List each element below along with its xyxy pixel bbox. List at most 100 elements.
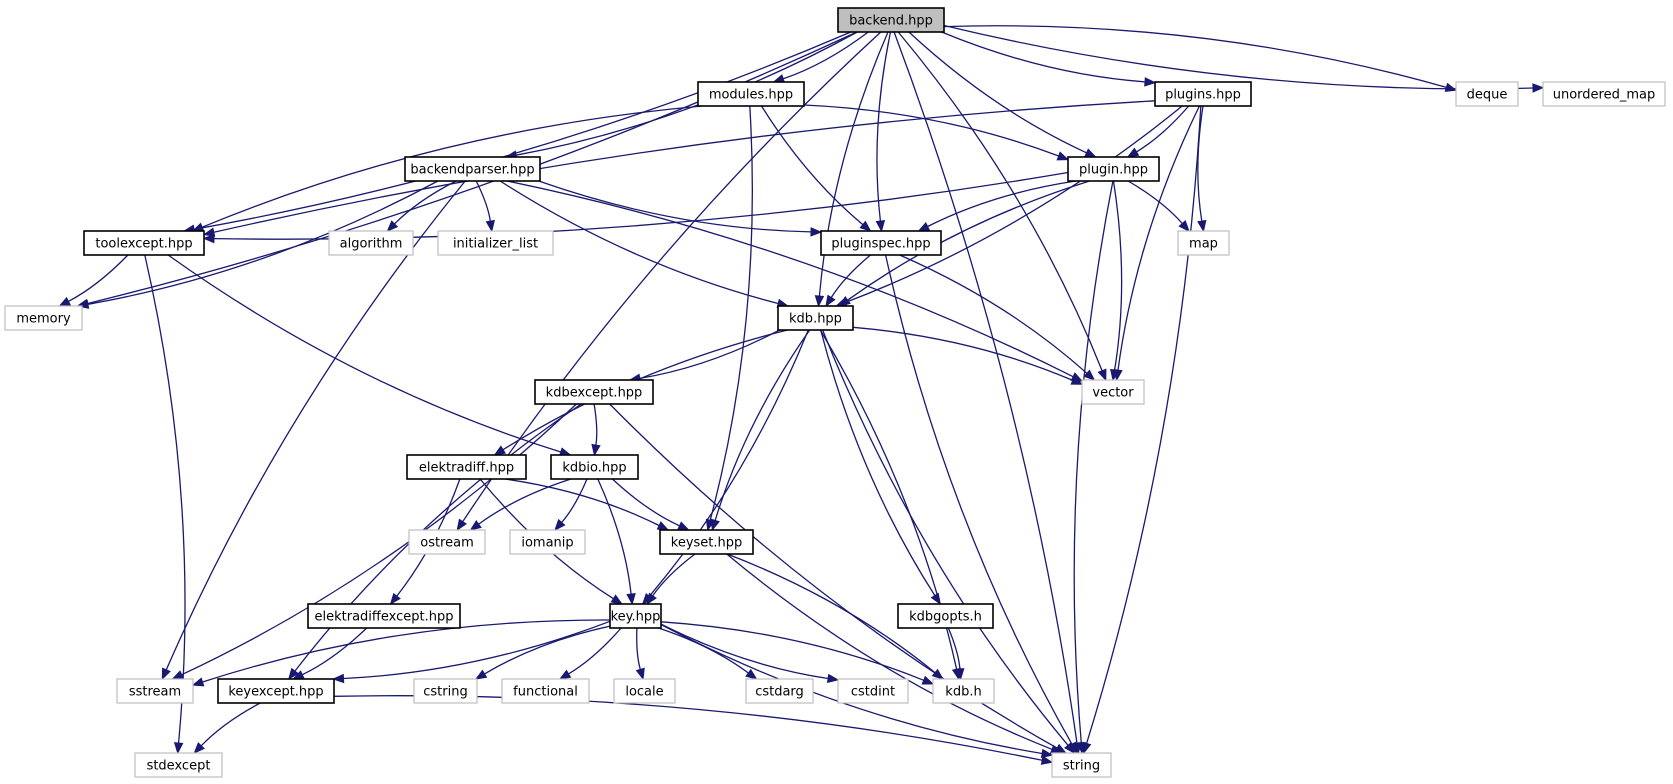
edge-key-to-sstream (202, 619, 611, 683)
node-plugin[interactable]: plugin.hpp (1067, 156, 1160, 182)
arrowhead-plugins-to-toolexcept (202, 227, 216, 237)
arrowhead-keyexcept-to-string (1040, 755, 1054, 765)
node-kdbexcept[interactable]: kdbexcept.hpp (534, 379, 654, 405)
arrowhead-backend-to-vector (1097, 368, 1107, 382)
node-label: string (1063, 759, 1100, 774)
edge-backendparser-to-vector (506, 180, 1074, 378)
node-box (613, 678, 676, 704)
node-key[interactable]: key.hpp (609, 603, 662, 629)
node-kdbio[interactable]: kdbio.hpp (550, 454, 639, 480)
edge-kdbio-to-keyset (611, 478, 680, 527)
node-plugins[interactable]: plugins.hpp (1154, 81, 1252, 107)
edge-kdb_hpp-to-kdbgopts (820, 329, 936, 596)
node-box (408, 529, 486, 555)
edge-kdbio-to-key (597, 478, 632, 595)
edge-modules-to-pluginspec (760, 105, 864, 226)
edge-kdbexcept-to-string (609, 403, 1058, 749)
nodes-layer: backend.hpp modules.hpp plugins.hpp deque un… (4, 7, 1666, 778)
node-toolexcept[interactable]: toolexcept.hpp (83, 230, 205, 256)
node-pluginspec[interactable]: pluginspec.hpp (820, 230, 942, 256)
node-label: ostream (420, 536, 474, 551)
node-box (820, 230, 942, 256)
arrowhead-plugin-to-kdb_hpp (838, 296, 851, 307)
node-box (1051, 752, 1112, 778)
arrowhead-keyset-to-key (646, 592, 657, 606)
edge-pluginspec-to-vector (899, 254, 1088, 374)
arrowhead-key-to-cstdint (826, 673, 840, 684)
node-label: initializer_list (453, 237, 538, 252)
edge-backendparser-to-memory (87, 180, 439, 305)
node-box (134, 752, 223, 778)
arrowhead-toolexcept-to-stdexcept (173, 742, 184, 755)
node-label: unordered_map (1553, 88, 1656, 103)
arrowhead-kdbio-to-key (626, 593, 636, 606)
arrowhead-plugin-to-toolexcept (202, 233, 215, 244)
edge-keyset-to-key (652, 553, 696, 597)
node-box (217, 678, 335, 704)
arrowhead-backendparser-to-pluginspec (810, 227, 823, 237)
node-elektradiffexcept[interactable]: elektradiffexcept.hpp (307, 603, 461, 629)
arrowhead-keyset-to-kdb_h (931, 668, 944, 680)
node-keyexcept[interactable]: keyexcept.hpp (217, 678, 335, 704)
edge-key-to-locale (636, 627, 641, 670)
node-memory: memory (4, 305, 83, 331)
arrowhead-elektradiff-to-key (610, 594, 624, 605)
arrowhead-kdbexcept-to-kdbio (591, 443, 601, 457)
edge-backendparser-to-initializer_list (475, 180, 491, 222)
node-keyset[interactable]: keyset.hpp (659, 529, 754, 555)
node-label: modules.hpp (709, 88, 793, 103)
node-map: map (1177, 230, 1230, 256)
node-string: string (1051, 752, 1112, 778)
node-kdbgopts[interactable]: kdbgopts.h (897, 603, 994, 629)
node-label: sstream (129, 685, 181, 700)
node-modules[interactable]: modules.hpp (697, 81, 805, 107)
arrowhead-elektradiff-to-elektradiffexcept (389, 592, 401, 606)
arrowhead-key-to-cstring (474, 669, 488, 680)
edge-backend-to-modules (782, 31, 869, 80)
edges-layer (58, 24, 1545, 765)
node-backend[interactable]: backend.hpp (837, 7, 945, 33)
node-kdb-hpp[interactable]: kdb.hpp (777, 305, 854, 331)
edge-kdb_hpp-to-key (648, 329, 809, 597)
arrowhead-backend-to-deque (1444, 82, 1458, 92)
node-label: kdbio.hpp (562, 461, 626, 476)
node-label: cstring (423, 685, 467, 700)
arrowhead-key-to-string (1040, 748, 1054, 759)
edge-pluginspec-to-kdb_hpp (830, 254, 871, 298)
node-label: kdb.hpp (789, 312, 842, 327)
edge-plugins-to-map (1197, 105, 1204, 222)
arrowhead-kdbio-to-iomanip (554, 518, 566, 532)
edge-kdbio-to-iomanip (561, 478, 588, 523)
node-locale: locale (613, 678, 676, 704)
node-label: kdbexcept.hpp (546, 386, 643, 401)
node-label: locale (625, 685, 663, 700)
arrowhead-kdbexcept-to-keyexcept (287, 667, 299, 681)
node-label: toolexcept.hpp (95, 237, 192, 252)
node-box (437, 230, 554, 256)
edge-modules-to-toolexcept (201, 105, 703, 228)
node-label: iomanip (521, 536, 573, 551)
arrowhead-backend-to-unordered_map (1532, 83, 1545, 93)
arrowhead-modules-to-plugin (1056, 151, 1070, 161)
node-iomanip: iomanip (509, 529, 586, 555)
arrowhead-plugin-to-string (1076, 742, 1086, 755)
arrowhead-plugin-to-pluginspec (917, 222, 931, 232)
edge-kdb_hpp-to-kdbexcept (639, 329, 780, 380)
node-initializer-list: initializer_list (437, 230, 554, 256)
edge-kdbexcept-to-keyexcept (294, 403, 582, 672)
arrowhead-pluginspec-to-vector (1083, 369, 1096, 381)
arrowhead-kdb_hpp-to-keyset (710, 518, 720, 532)
edge-keyexcept-to-string (333, 695, 1043, 761)
edge-backend-to-deque (943, 25, 1447, 89)
edge-kdbexcept-to-kdbio (593, 403, 598, 446)
edge-backend-to-toolexcept (193, 31, 852, 230)
node-backendparser[interactable]: backendparser.hpp (404, 156, 541, 182)
node-box (404, 156, 541, 182)
edge-keyexcept-to-stdexcept (200, 702, 261, 747)
node-label: cstdint (851, 685, 895, 700)
edge-backend-to-ostream (462, 31, 882, 523)
node-elektradiff[interactable]: elektradiff.hpp (406, 454, 527, 480)
arrowhead-modules-to-toolexcept (191, 222, 205, 232)
node-deque: deque (1455, 81, 1519, 107)
node-box (1067, 156, 1160, 182)
